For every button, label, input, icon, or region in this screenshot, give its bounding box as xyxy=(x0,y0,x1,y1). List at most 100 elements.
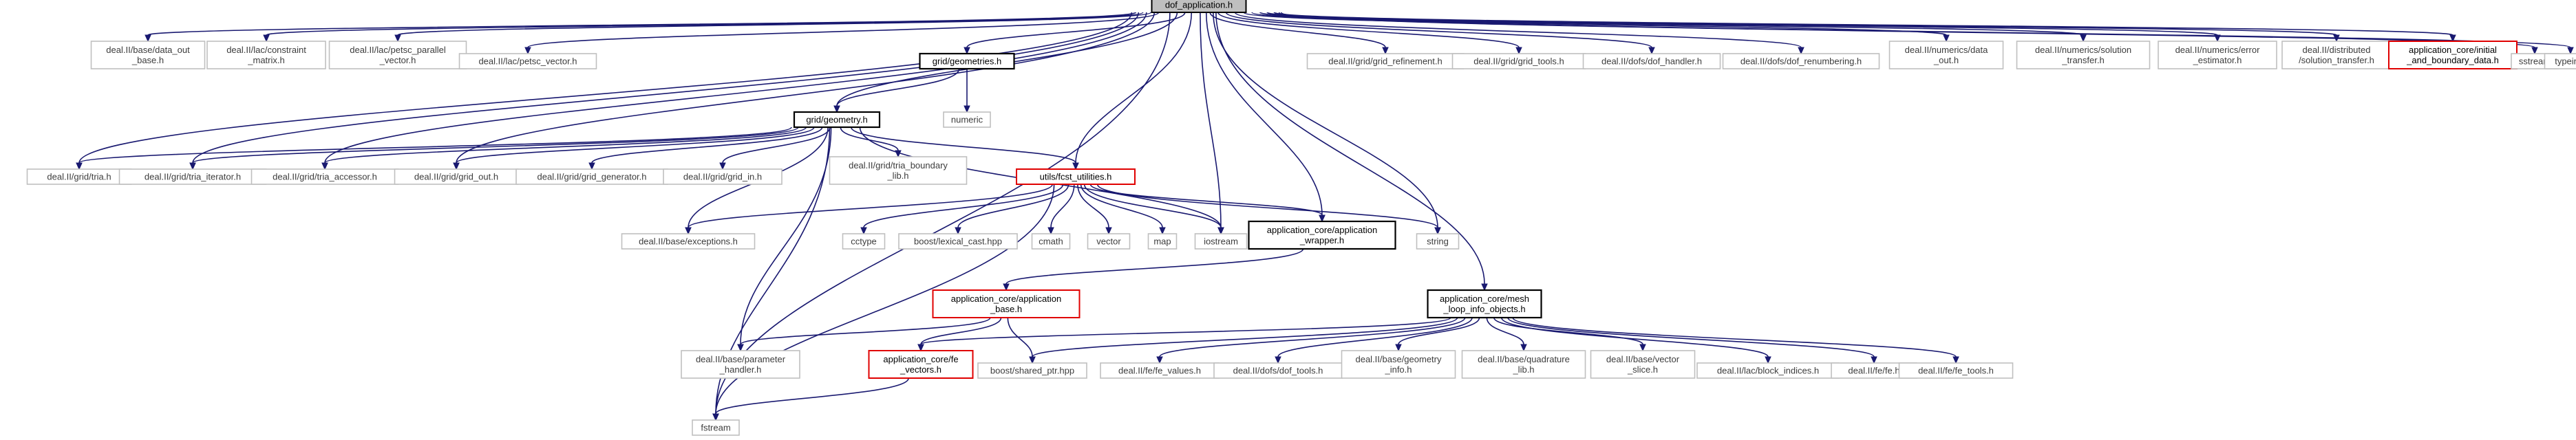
edge-fcst_utilities-to-cctype xyxy=(860,184,1064,235)
edge-line xyxy=(1225,12,1652,48)
edge-line xyxy=(456,126,815,164)
node-lexical-cast[interactable]: boost/lexical_cast.hpp xyxy=(898,233,1018,250)
node-fe-values[interactable]: deal.II/fe/fe_values.h xyxy=(1100,362,1220,379)
node-typeinfo[interactable]: typeinfo xyxy=(2544,53,2576,69)
node-grid-geometries[interactable]: grid/geometries.h xyxy=(919,52,1015,70)
node-label-line: deal.II/base/parameter xyxy=(696,354,786,364)
edge-arrowhead xyxy=(964,47,970,55)
node-numeric[interactable]: numeric xyxy=(943,111,991,128)
edge-line xyxy=(740,317,991,345)
node-application-wrapper[interactable]: application_core/application_wrapper.h xyxy=(1248,220,1396,250)
node-fe-tools[interactable]: deal.II/fe/fe_tools.h xyxy=(1898,362,2014,379)
node-box xyxy=(1416,233,1460,250)
node-grid-out[interactable]: deal.II/grid/grid_out.h xyxy=(394,168,519,185)
node-dof-tools[interactable]: deal.II/dofs/dof_tools.h xyxy=(1213,362,1343,379)
edge-line xyxy=(1007,317,1033,358)
edge-fcst_utilities-to-lexical_cast xyxy=(955,184,1069,235)
edge-arrowhead xyxy=(1515,47,1522,55)
edge-mesh_loop_info_objects-to-shared_ptr xyxy=(1029,317,1458,364)
edge-line xyxy=(192,12,1140,164)
node-vector[interactable]: vector xyxy=(1087,233,1131,250)
edge-mesh_loop_info_objects-to-vector_slice xyxy=(1493,317,1646,352)
node-solution-transfer-numerics[interactable]: deal.II/numerics/solution_transfer.h xyxy=(2016,41,2151,69)
node-petsc-vector[interactable]: deal.II/lac/petsc_vector.h xyxy=(458,53,597,69)
edge-arrowhead xyxy=(2531,47,2538,55)
node-label-line: iostream xyxy=(1204,236,1238,247)
node-label-line: deal.II/numerics/data xyxy=(1905,45,1988,55)
edge-arrowhead xyxy=(917,344,924,352)
node-initial-boundary-data[interactable]: application_core/initial_and_boundary_da… xyxy=(2388,41,2518,69)
edge-arrowhead xyxy=(712,413,719,421)
edge-line xyxy=(715,184,1055,415)
node-box xyxy=(1147,233,1178,250)
node-box xyxy=(2016,41,2151,69)
node-application-base[interactable]: application_core/application_base.h xyxy=(932,289,1081,318)
node-shared-ptr[interactable]: boost/shared_ptr.hpp xyxy=(977,362,1087,379)
edge-arrowhead xyxy=(1765,356,1771,364)
node-constraint-matrix[interactable]: deal.II/lac/constraint_matrix.h xyxy=(206,41,326,69)
node-vector-slice[interactable]: deal.II/base/vector_slice.h xyxy=(1590,350,1696,379)
edge-dof_application-to-string xyxy=(1213,12,1441,235)
edge-arrowhead xyxy=(2567,47,2574,55)
node-box xyxy=(2544,53,2576,69)
node-tria-accessor[interactable]: deal.II/grid/tria_accessor.h xyxy=(251,168,399,185)
node-cmath[interactable]: cmath xyxy=(1031,233,1071,250)
node-box xyxy=(932,289,1081,318)
edge-line xyxy=(78,12,1133,164)
node-parameter-handler[interactable]: deal.II/base/parameter_handler.h xyxy=(681,350,800,379)
node-label-line: _info.h xyxy=(1384,364,1412,375)
node-quadrature-lib[interactable]: deal.II/base/quadrature_lib.h xyxy=(1461,350,1586,379)
node-dof-application[interactable]: dof_application.h xyxy=(1151,0,1247,13)
node-grid-refinement[interactable]: deal.II/grid/grid_refinement.h xyxy=(1306,53,1465,69)
edge-line xyxy=(920,317,1002,345)
node-fe-vectors[interactable]: application_core/fe_vectors.h xyxy=(868,350,974,379)
edge-line xyxy=(1251,12,2084,36)
node-map[interactable]: map xyxy=(1147,233,1178,250)
node-cctype[interactable]: cctype xyxy=(842,233,886,250)
node-label-line: _lib.h xyxy=(886,170,908,181)
node-error-estimator[interactable]: deal.II/numerics/error_estimator.h xyxy=(2158,41,2277,69)
node-petsc-parallel-vector[interactable]: deal.II/lac/petsc_parallel_vector.h xyxy=(328,41,467,69)
node-grid-geometry[interactable]: grid/geometry.h xyxy=(793,111,881,129)
node-tria-iterator[interactable]: deal.II/grid/tria_iterator.h xyxy=(118,168,267,185)
node-box xyxy=(1590,350,1696,379)
node-box xyxy=(1898,362,2014,379)
edge-line xyxy=(78,126,792,164)
node-fstream[interactable]: fstream xyxy=(692,419,740,436)
edge-line xyxy=(688,184,1054,228)
edge-arrowhead xyxy=(1159,227,1166,235)
edge-line xyxy=(1277,317,1473,358)
node-string[interactable]: string xyxy=(1416,233,1460,250)
node-label-line: deal.II/grid/tria_iterator.h xyxy=(145,172,241,182)
edge-grid_geometry-to-tria xyxy=(76,126,792,170)
node-fe[interactable]: deal.II/fe/fe.h xyxy=(1831,362,1917,379)
node-box xyxy=(1888,41,2004,69)
nodes-layer: dof_application.h deal.II/base/data_out_b… xyxy=(26,0,2576,436)
node-grid-tools[interactable]: deal.II/grid/grid_tools.h xyxy=(1451,53,1586,69)
edge-grid_geometry-to-tria_accessor xyxy=(321,126,807,170)
node-numerics-data-out[interactable]: deal.II/numerics/data_out.h xyxy=(1888,41,2004,69)
node-fcst-utilities[interactable]: utils/fcst_utilities.h xyxy=(1016,168,1136,185)
edge-line xyxy=(1266,12,2337,36)
node-grid-in[interactable]: deal.II/grid/grid_in.h xyxy=(663,168,783,185)
edge-line xyxy=(192,126,799,164)
node-dof-handler[interactable]: deal.II/dofs/dof_handler.h xyxy=(1582,53,1721,69)
edge-line xyxy=(527,12,1160,48)
node-iostream[interactable]: iostream xyxy=(1194,233,1248,250)
node-geometry-info[interactable]: deal.II/base/geometry_info.h xyxy=(1341,350,1456,379)
node-mesh-loop-info-objects[interactable]: application_core/mesh_loop_info_objects.… xyxy=(1427,289,1542,319)
node-label-line: _estimator.h xyxy=(2193,55,2242,65)
node-tria-boundary-lib[interactable]: deal.II/grid/tria_boundary_lib.h xyxy=(829,156,968,185)
node-block-indices[interactable]: deal.II/lac/block_indices.h xyxy=(1696,362,1840,379)
node-label-line: application_core/application xyxy=(951,294,1061,304)
node-tria[interactable]: deal.II/grid/tria.h xyxy=(26,168,132,185)
node-dof-renumbering[interactable]: deal.II/dofs/dof_renumbering.h xyxy=(1722,53,1880,69)
edge-dof_application-to-grid_tools xyxy=(1217,12,1522,55)
node-box xyxy=(1341,350,1456,379)
node-data-out-base[interactable]: deal.II/base/data_out_base.h xyxy=(90,41,206,69)
node-grid-generator[interactable]: deal.II/grid/grid_generator.h xyxy=(515,168,668,185)
node-distributed-solution-transfer[interactable]: deal.II/distributed/solution_transfer.h xyxy=(2281,41,2392,69)
node-exceptions[interactable]: deal.II/base/exceptions.h xyxy=(621,233,756,250)
edge-arrowhead xyxy=(76,162,83,170)
edge-line xyxy=(1215,12,1485,285)
